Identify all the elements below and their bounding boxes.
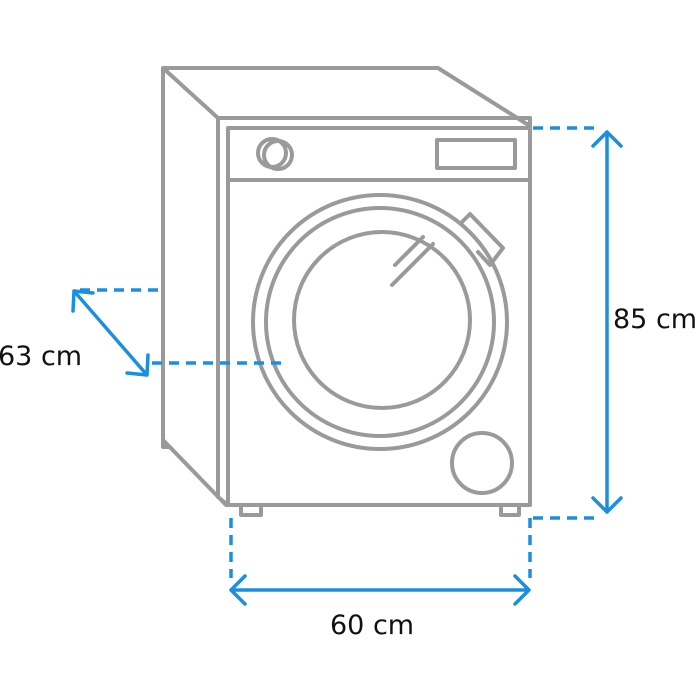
- height-arrow-icon: [591, 130, 623, 514]
- door-handle: [460, 212, 505, 267]
- height-dimension: 85 cm: [533, 126, 697, 520]
- washing-machine-illustration: [161, 66, 532, 517]
- display-panel: [435, 138, 517, 170]
- machine-side-panel: [161, 66, 532, 507]
- door-outer-ring: [251, 193, 509, 451]
- machine-front-panel: [226, 126, 532, 507]
- door-glass: [292, 230, 472, 410]
- height-label: 85 cm: [613, 304, 697, 335]
- door-inner-ring: [264, 206, 496, 438]
- front-foot-right: [499, 503, 521, 517]
- width-arrow-icon: [229, 574, 531, 606]
- depth-arrow-icon: [71, 289, 150, 377]
- machine-top-edge: [216, 116, 532, 507]
- depth-dimension: 63 cm: [0, 288, 282, 377]
- program-knob-rim: [262, 139, 294, 171]
- depth-label: 63 cm: [0, 341, 82, 372]
- glass-reflection: [390, 235, 435, 287]
- width-label: 60 cm: [330, 610, 414, 641]
- front-foot-left: [239, 503, 263, 517]
- width-dimension: 60 cm: [229, 518, 532, 641]
- filter-cover: [450, 431, 514, 495]
